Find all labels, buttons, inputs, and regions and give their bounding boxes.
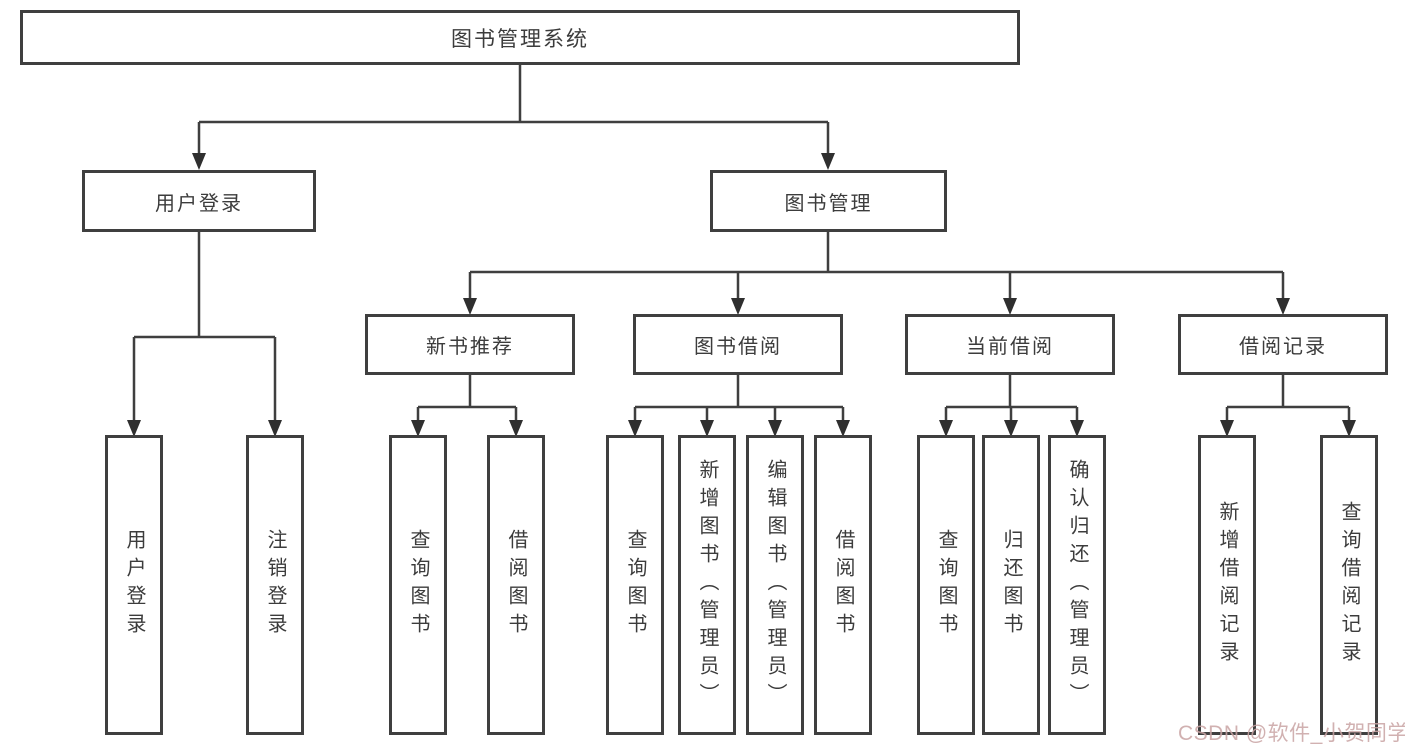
- leaf-query-books-1: 查询图书: [389, 435, 447, 735]
- node-new-book-recommendation: 新书推荐: [365, 314, 575, 375]
- node-label: 图书管理: [784, 192, 873, 215]
- leaf-query-borrow-record: 查询借阅记录: [1320, 435, 1378, 735]
- node-label: 用户登录: [123, 529, 145, 641]
- node-borrowing-records: 借阅记录: [1178, 314, 1388, 375]
- node-library-management-system: 图书管理系统: [20, 10, 1020, 65]
- leaf-query-books-2: 查询图书: [606, 435, 664, 735]
- node-label: 新增图书（管理员）: [696, 459, 718, 711]
- leaf-borrow-books-2: 借阅图书: [814, 435, 872, 735]
- node-label: 查询图书: [935, 529, 957, 641]
- node-label: 确认归还（管理员）: [1066, 459, 1088, 711]
- node-label: 借阅图书: [832, 529, 854, 641]
- tree-edges: [132, 65, 1351, 421]
- node-label: 新书推荐: [426, 336, 514, 358]
- node-user-login: 用户登录: [82, 170, 316, 232]
- leaf-return-books: 归还图书: [982, 435, 1040, 735]
- node-label: 图书管理系统: [451, 27, 589, 51]
- leaf-query-books-3: 查询图书: [917, 435, 975, 735]
- node-label: 图书借阅: [694, 336, 782, 358]
- node-book-management: 图书管理: [710, 170, 947, 232]
- node-label: 借阅图书: [505, 529, 527, 641]
- leaf-user-login: 用户登录: [105, 435, 163, 735]
- node-label: 查询借阅记录: [1338, 501, 1360, 669]
- node-label: 编辑图书（管理员）: [764, 459, 786, 711]
- leaf-borrow-books-1: 借阅图书: [487, 435, 545, 735]
- node-label: 查询图书: [624, 529, 646, 641]
- leaf-logout-login: 注销登录: [246, 435, 304, 735]
- leaf-add-borrow-record: 新增借阅记录: [1198, 435, 1256, 735]
- leaf-edit-books-admin: 编辑图书（管理员）: [746, 435, 804, 735]
- node-label: 查询图书: [407, 529, 429, 641]
- leaf-add-books-admin: 新增图书（管理员）: [678, 435, 736, 735]
- leaf-confirm-return-admin: 确认归还（管理员）: [1048, 435, 1106, 735]
- node-label: 注销登录: [264, 529, 286, 641]
- node-label: 用户登录: [155, 192, 243, 215]
- csdn-watermark: CSDN @软件_小贺同学: [1178, 722, 1405, 745]
- node-label: 当前借阅: [966, 336, 1054, 358]
- node-current-borrowing: 当前借阅: [905, 314, 1115, 375]
- node-label: 借阅记录: [1239, 336, 1327, 358]
- node-label: 归还图书: [1000, 529, 1022, 641]
- node-label: 新增借阅记录: [1216, 501, 1238, 669]
- node-book-borrowing: 图书借阅: [633, 314, 843, 375]
